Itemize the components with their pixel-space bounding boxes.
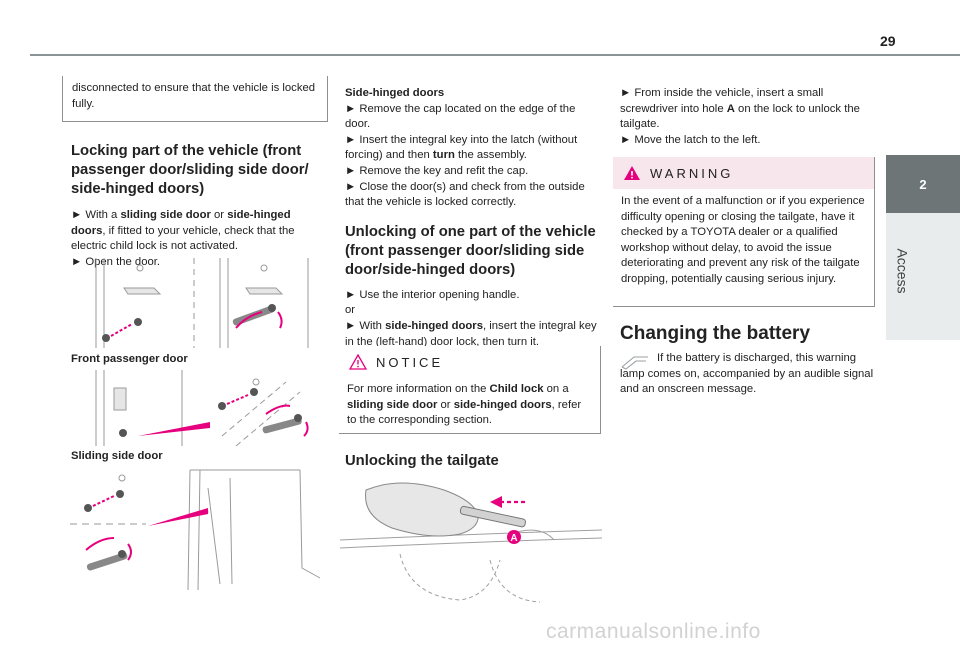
watermark: carmanualsonline.info [546,620,761,643]
continuation-box: disconnected to ensure that the vehicle … [62,76,328,122]
header-rule [30,54,960,56]
step-insert-screwdriver: ► From inside the vehicle, insert a smal… [620,87,860,131]
caption-sliding-side-door: Sliding side door [71,450,163,462]
subhead-side-hinged: Side-hinged doors [345,87,445,99]
continuation-text: disconnected to ensure that the vehicle … [72,82,316,110]
heading-tailgate: Unlocking the tailgate [345,453,499,469]
page-number: 29 [880,33,896,49]
warning-title: WARNING [650,165,734,181]
paragraph-child-lock: ► With a sliding side door or side-hinge… [71,209,295,253]
notice-box: NOTICE For more information on the Child… [339,346,601,434]
chapter-side-panel [886,213,960,340]
figure-front-passenger-door [95,258,309,348]
battery-text: If the battery is discharged, this warni… [620,352,874,396]
step-insert-key: ► Insert the integral key into the latch… [345,133,578,162]
paragraph-open-door: ► Open the door. [71,255,161,268]
step-refit-cap: ► Remove the key and refit the cap. [345,164,529,177]
figure-side-hinged-door [70,469,321,590]
heading-unlocking: Unlocking of one part of the vehicle (fr… [345,223,596,278]
warning-text: In the event of a malfunction or if you … [621,195,865,285]
step-integral-key: ► With side-hinged doors, insert the int… [345,319,597,348]
heading-changing-battery: Changing the battery [620,323,811,344]
notice-title: NOTICE [376,354,444,370]
chapter-title-text: Access [895,248,911,294]
notice-header: NOTICE [339,346,600,378]
warning-box: WARNING In the event of a malfunction or… [613,157,875,307]
warning-icon [624,166,640,180]
notice-text: For more information on the Child lock o… [347,383,582,427]
notice-icon [349,354,367,370]
step-move-latch: ► Move the latch to the left. [620,133,761,146]
caption-front-passenger-door: Front passenger door [71,353,188,365]
chapter-number: 2 [919,176,927,192]
figure-tailgate: A [340,482,602,603]
warning-lamp-icon [621,356,648,370]
chapter-title: Access [890,246,916,296]
step-remove-cap: ► Remove the cap located on the edge of … [345,102,576,131]
text-or: or [345,304,356,317]
heading-locking: Locking part of the vehicle (front passe… [71,143,309,197]
figure-sliding-side-door [95,370,309,446]
tailgate-hole-label: A [510,533,517,544]
step-close-doors: ► Close the door(s) and check from the o… [345,180,585,209]
chapter-tab[interactable]: 2 [886,155,960,213]
step-interior-handle: ► Use the interior opening handle. [345,288,520,301]
warning-header: WARNING [613,157,874,189]
